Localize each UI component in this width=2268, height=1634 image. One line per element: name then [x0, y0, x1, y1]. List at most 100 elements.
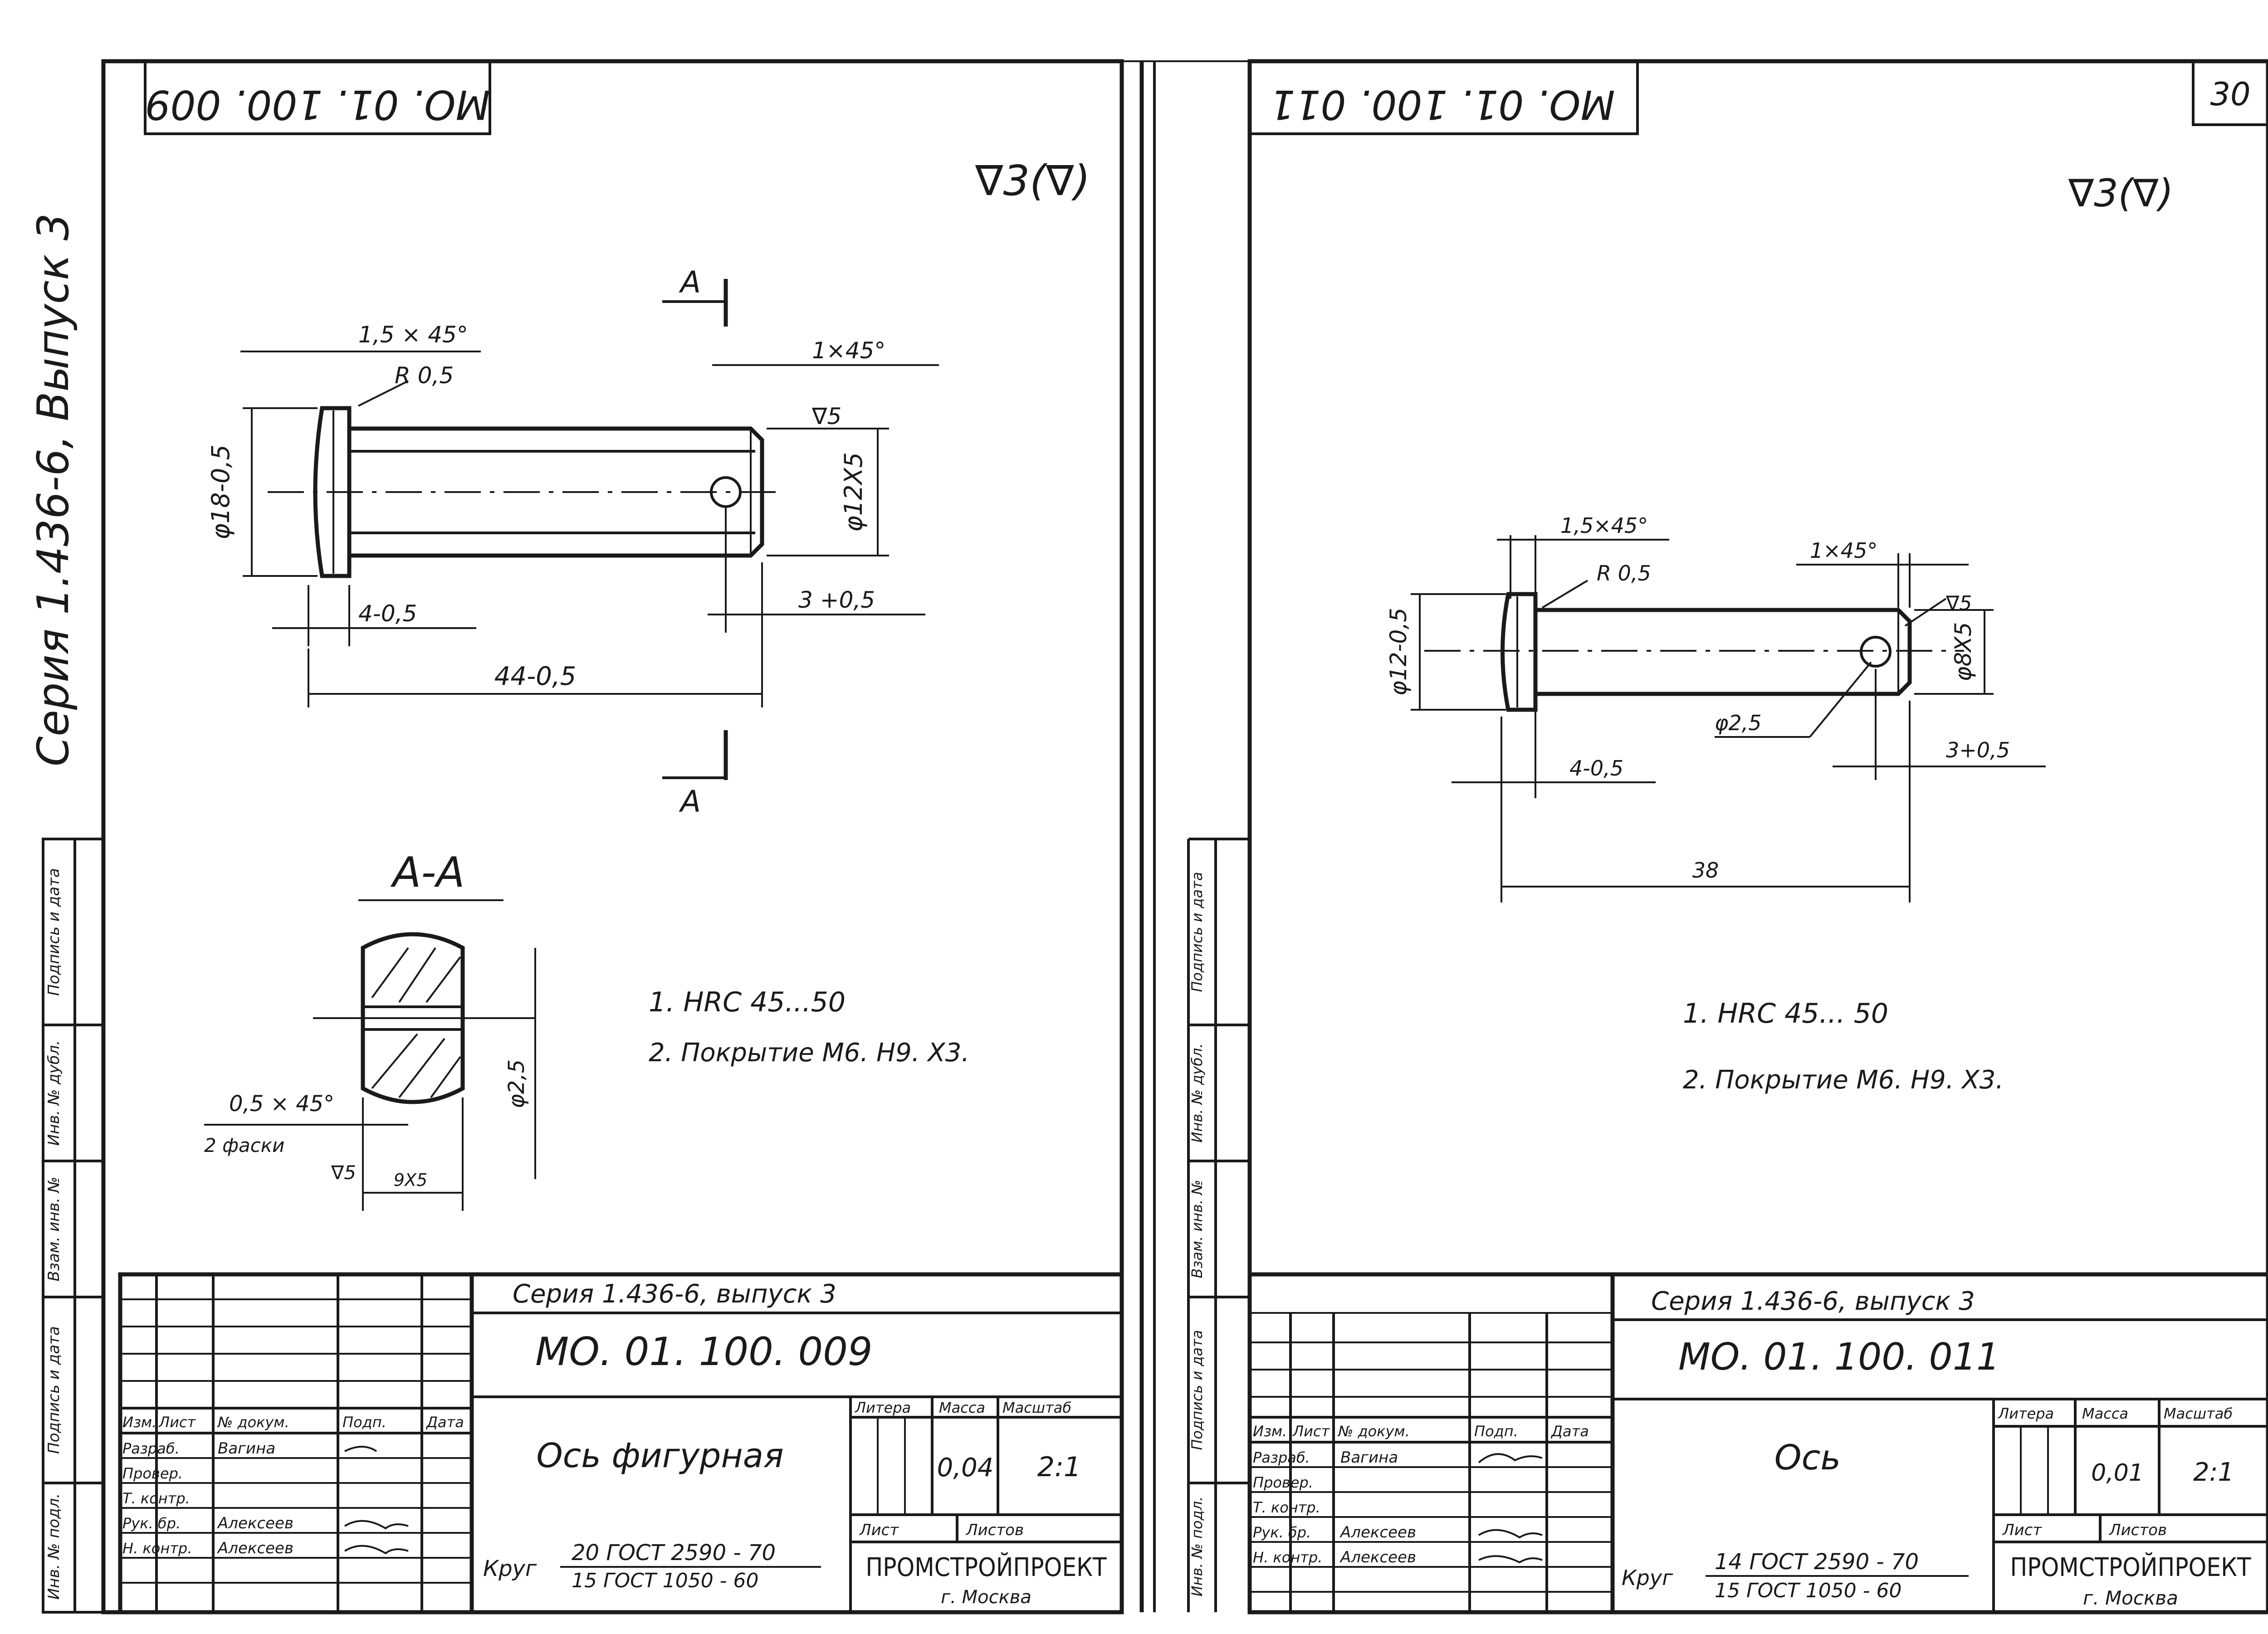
left-tb-material-top: 20 ГОСТ 2590 - 70 [572, 1540, 776, 1566]
left-dim-chamfer-section: 0,5 × 45° [229, 1091, 334, 1117]
left-dim-hole-pos: 3 +0,5 [798, 587, 875, 613]
left-dim-shaft-dia: φ12Х5 [839, 452, 868, 532]
right-role: Н. контр. [1253, 1549, 1322, 1566]
right-tb-name: Ось [1774, 1437, 1841, 1478]
right-dim-radius: R 0,5 [1597, 561, 1651, 585]
right-tb-scale: 2:1 [2193, 1458, 2234, 1487]
right-header-sign: Подп. [1474, 1423, 1518, 1440]
side-stamp-label: Инв. № дубл. [1188, 1044, 1206, 1143]
right-role: Разраб. [1253, 1449, 1310, 1466]
side-stamp-label: Инв. № дубл. [45, 1040, 63, 1146]
right-tb-city: г. Москва [2083, 1587, 2178, 1609]
right-top-stamp-text: МО. 01. 100. 011 [1270, 81, 1615, 128]
signature [344, 1545, 409, 1555]
left-tb-org: ПРОМСТРОЙПРОЕКТ [865, 1552, 1107, 1582]
right-dim-hole-pos: 3+0,5 [1946, 738, 2010, 762]
left-section-mark-top: А [679, 265, 701, 300]
left-header-doc: № докум. [217, 1414, 289, 1431]
left-section-mark-bottom: А [679, 784, 701, 819]
right-tb-col-scale: Масштаб [2164, 1405, 2233, 1422]
right-header-date: Дата [1550, 1423, 1589, 1440]
left-tb-sheets: Листов [965, 1521, 1024, 1539]
left-dim-surface-section: ∇5 [331, 1161, 356, 1184]
right-note-1: 1. HRC 45... 50 [1683, 998, 1888, 1029]
left-tb-col-mass: Масса [939, 1399, 985, 1416]
left-tb-mass: 0,04 [937, 1453, 994, 1483]
right-header-doc: № докум. [1337, 1423, 1410, 1440]
left-person: Алексеев [217, 1539, 293, 1557]
side-stamp-label: Инв. № подл. [45, 1493, 63, 1600]
right-roughness-mark: ∇3(∇) [2068, 171, 2173, 215]
right-dim-chamfer-end: 1×45° [1810, 538, 1877, 563]
right-tb-sheet: Лист [2002, 1521, 2042, 1539]
right-header-izm: Изм. [1253, 1423, 1287, 1440]
right-tb-col-litera: Литера [1998, 1405, 2054, 1422]
right-tb-org: ПРОМСТРОЙПРОЕКТ [2010, 1552, 2251, 1582]
left-tb-name: Ось фигурная [536, 1436, 783, 1475]
left-note-2: 2. Покрытие М6. Н9. Х3. [649, 1038, 969, 1068]
right-note-2: 2. Покрытие М6. Н9. Х3. [1683, 1065, 2004, 1095]
middle-side-stamps: Взам. инв. № Инв. № дубл. Подпись и дата… [1187, 838, 1250, 1612]
left-person: Вагина [218, 1439, 275, 1458]
left-tb-sheet: Лист [859, 1521, 899, 1539]
left-side-stamps: Взам. инв. № Инв. № дубл. Подпись и дата… [42, 838, 105, 1614]
right-dim-head-dia: φ12-0,5 [1385, 608, 1412, 696]
right-tb-designation: МО. 01. 100. 011 [1678, 1336, 2000, 1379]
side-series-label: Серия 1.436-6, Выпуск 3 [29, 213, 78, 766]
right-tb-material-top: 14 ГОСТ 2590 - 70 [1715, 1549, 1919, 1575]
left-dim-chamfer-head: 1,5 × 45° [358, 322, 468, 348]
left-part-view: φ18-0,5 φ12Х5 1,5 × 45° R 0,5 1×45° ∇5 4… [206, 265, 939, 819]
right-person: Алексеев [1339, 1548, 1416, 1566]
right-person: Алексеев [1339, 1523, 1416, 1541]
right-header-list: Лист [1292, 1423, 1330, 1440]
side-stamp-label: Подпись и дата [45, 1326, 63, 1454]
signature [1478, 1529, 1543, 1539]
left-dim-hole-dia: φ2,5 [504, 1059, 529, 1108]
sheet-number: 30 [2210, 76, 2250, 113]
left-dim-chamfer-end: 1×45° [812, 337, 885, 364]
left-person: Алексеев [217, 1514, 293, 1532]
left-section-title: А-А [390, 848, 464, 897]
left-dim-radius: R 0,5 [395, 362, 454, 389]
sheet-frames [101, 59, 2268, 1614]
side-stamp-label: Взам. инв. № [1188, 1180, 1206, 1278]
left-title-block: Изм. Лист № докум. Подп. Дата Разраб. Пр… [118, 1272, 1124, 1614]
signature [1478, 1453, 1543, 1463]
right-role: Рук. бр. [1253, 1524, 1311, 1541]
side-stamp-label: Подпись и дата [1188, 1330, 1206, 1450]
left-tb-city: г. Москва [941, 1587, 1031, 1608]
right-tb-col-mass: Масса [2082, 1405, 2128, 1422]
left-dim-surface: ∇5 [811, 403, 841, 429]
left-header-izm: Изм. [122, 1414, 156, 1431]
section-hatching [371, 947, 461, 1098]
left-tb-material-prefix: Круг [483, 1556, 537, 1581]
right-title-block: Изм. Лист № докум. Подп. Дата Разраб. Пр… [1247, 1272, 2268, 1614]
left-tb-col-scale: Масштаб [1002, 1399, 1071, 1416]
left-dim-chamfer-count: 2 фаски [204, 1134, 284, 1156]
right-tb-material-prefix: Круг [1622, 1566, 1673, 1590]
left-tb-designation: МО. 01. 100. 009 [535, 1329, 873, 1375]
right-dim-surface: ∇5 [1945, 592, 1972, 615]
left-role: Провер. [122, 1465, 183, 1482]
right-role: Т. контр. [1253, 1499, 1320, 1516]
left-role: Т. контр. [122, 1490, 190, 1507]
left-dim-head-len: 4-0,5 [358, 600, 417, 627]
left-header-sign: Подп. [342, 1414, 386, 1431]
side-stamp-label: Инв. № подл. [1188, 1497, 1206, 1597]
signature [344, 1446, 377, 1452]
right-part-view: φ12-0,5 φ8Х5 1,5×45° R 0,5 1×45° ∇5 φ2,5… [1385, 513, 2046, 902]
sheet-number-box: 30 [2192, 60, 2268, 126]
side-stamp-label: Подпись и дата [45, 868, 63, 996]
right-role: Провер. [1253, 1474, 1313, 1491]
left-dim-head-dia: φ18-0,5 [206, 444, 235, 540]
right-tb-series: Серия 1.436-6, выпуск 3 [1651, 1287, 1975, 1316]
left-dim-flat: 9Х5 [394, 1170, 427, 1190]
left-top-stamp-text: МО. 01. 100. 009 [145, 81, 490, 128]
left-roughness-mark: ∇3(∇) [975, 156, 1090, 205]
side-stamp-label: Подпись и дата [1188, 872, 1206, 992]
right-top-stamp: МО. 01. 100. 011 [1248, 60, 1639, 135]
side-stamp-label: Взам. инв. № [45, 1177, 63, 1282]
left-tb-series: Серия 1.436-6, выпуск 3 [513, 1279, 836, 1309]
right-tb-mass: 0,01 [2091, 1459, 2144, 1487]
